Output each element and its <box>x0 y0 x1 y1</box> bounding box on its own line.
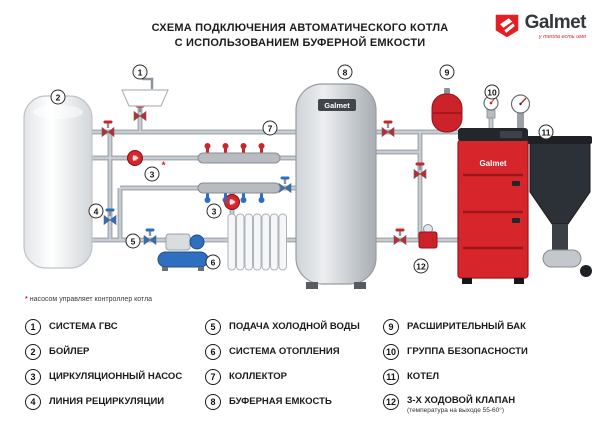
legend-item-7: 7 КОЛЛЕКТОР <box>205 369 360 385</box>
cold-water-pump <box>157 233 209 271</box>
marker-6: 6 <box>205 254 221 270</box>
title-line-1: СХЕМА ПОДКЛЮЧЕНИЯ АВТОМАТИЧЕСКОГО КОТЛА <box>151 22 449 34</box>
legend-label: СИСТЕМА ГВС <box>49 321 118 332</box>
marker-5: 5 <box>125 233 141 249</box>
legend-item-6: 6 СИСТЕМА ОТОПЛЕНИЯ <box>205 344 360 360</box>
marker-2: 2 <box>50 89 66 105</box>
legend-number: 8 <box>205 394 221 410</box>
legend-item-4: 4 ЛИНИЯ РЕЦИРКУЛЯЦИИ <box>25 394 182 410</box>
legend-column-2: 5 ПОДАЧА ХОЛОДНОЙ ВОДЫ 6 СИСТЕМА ОТОПЛЕНИЯ… <box>205 319 360 419</box>
logo-brand: Galmet <box>524 12 587 33</box>
legend-item-3: 3 ЦИРКУЛЯЦИОННЫЙ НАСОС <box>25 369 182 385</box>
marker-4: 4 <box>88 203 104 219</box>
legend-item-11: 11 КОТЕЛ <box>383 369 528 385</box>
marker-7: 7 <box>262 120 278 136</box>
legend-label: ПОДАЧА ХОЛОДНОЙ ВОДЫ <box>229 321 360 332</box>
marker-8: 8 <box>337 64 353 80</box>
title-line-2: С ИСПОЛЬЗОВАНИЕМ БУФЕРНОЙ ЕМКОСТИ <box>174 37 426 50</box>
footnote-text: насосом управляет контроллер котла <box>29 296 153 303</box>
legend-label: БУФЕРНАЯ ЕМКОСТЬ <box>229 396 332 407</box>
legend-number: 2 <box>25 344 41 360</box>
sink <box>121 77 169 107</box>
legend-label: КОТЕЛ <box>407 371 439 382</box>
pump-note-asterisk: * <box>161 160 166 172</box>
marker-10: 10 <box>484 84 500 100</box>
legend-number: 7 <box>205 369 221 385</box>
dhw-tank <box>23 95 93 269</box>
buffer-tank: Galmet <box>295 83 377 289</box>
legend-item-5: 5 ПОДАЧА ХОЛОДНОЙ ВОДЫ <box>205 319 360 335</box>
legend-sublabel: (температура на выходе 55-60°) <box>407 407 505 414</box>
circulation-pump-icon <box>127 150 143 166</box>
galmet-shield-icon <box>495 14 518 38</box>
legend-label: РАСШИРИТЕЛЬНЫЙ БАК <box>407 321 526 332</box>
legend-item-2: 2 БОЙЛЕР <box>25 344 182 360</box>
legend-column-1: 1 СИСТЕМА ГВС 2 БОЙЛЕР 3 ЦИРКУЛЯЦИОННЫЙ НАС… <box>25 319 182 419</box>
legend-label: ГРУППА БЕЗОПАСНОСТИ <box>407 346 528 357</box>
legend-label: СИСТЕМА ОТОПЛЕНИЯ <box>229 346 340 357</box>
legend-item-10: 10 ГРУППА БЕЗОПАСНОСТИ <box>383 344 528 360</box>
legend-number: 4 <box>25 394 41 410</box>
pump-note-asterisk: * <box>223 197 228 209</box>
footnote-asterisk: * <box>25 296 28 303</box>
legend-label: КОЛЛЕКТОР <box>229 371 287 382</box>
logo-tagline: у тепла есть имя <box>538 34 586 40</box>
legend-number: 5 <box>205 319 221 335</box>
marker-1: 1 <box>132 64 148 80</box>
legend-number: 1 <box>25 319 41 335</box>
three-way-valve <box>418 224 438 249</box>
boiler: Galmet <box>457 128 592 284</box>
marker-9: 9 <box>439 64 455 80</box>
boiler-brand-label: Galmet <box>479 159 506 168</box>
legend-number: 6 <box>205 344 221 360</box>
expansion-tank <box>431 88 463 133</box>
radiator <box>227 213 287 271</box>
legend-label: 3-Х ХОДОВОЙ КЛАПАН <box>407 395 516 406</box>
legend-label: ЛИНИЯ РЕЦИРКУЛЯЦИИ <box>49 396 165 407</box>
legend-item-8: 8 БУФЕРНАЯ ЕМКОСТЬ <box>205 394 360 410</box>
page-title: СХЕМА ПОДКЛЮЧЕНИЯ АВТОМАТИЧЕСКОГО КОТЛА … <box>0 21 600 52</box>
legend-number: 11 <box>383 369 399 385</box>
marker-12: 12 <box>413 258 429 274</box>
legend-number: 12 <box>383 394 399 410</box>
legend-number: 10 <box>383 344 399 360</box>
legend-label: ЦИРКУЛЯЦИОННЫЙ НАСОС <box>49 371 183 382</box>
legend-item-9: 9 РАСШИРИТЕЛЬНЫЙ БАК <box>383 319 528 335</box>
legend-column-3: 9 РАСШИРИТЕЛЬНЫЙ БАК 10 ГРУППА БЕЗОПАСНОСТ… <box>383 319 528 419</box>
footnote: *насосом управляет контроллер котла <box>25 296 152 303</box>
collector <box>197 143 281 203</box>
legend-number: 9 <box>383 319 399 335</box>
legend-label: БОЙЛЕР <box>49 346 90 357</box>
legend-item-12: 12 3-Х ХОДОВОЙ КЛАПАН (температура на вы… <box>383 394 528 414</box>
pressure-gauge <box>510 94 531 130</box>
marker-11: 11 <box>538 124 554 140</box>
marker-3-dhw: 3* <box>144 161 166 182</box>
logo-text: Galmet у тепла есть имя <box>524 12 587 40</box>
legend-item-1: 1 СИСТЕМА ГВС <box>25 319 182 335</box>
galmet-logo: Galmet у тепла есть имя <box>494 12 587 40</box>
marker-3-heating: 3* <box>206 198 228 219</box>
legend-number: 3 <box>25 369 41 385</box>
buffer-tank-label: Galmet <box>324 101 350 110</box>
